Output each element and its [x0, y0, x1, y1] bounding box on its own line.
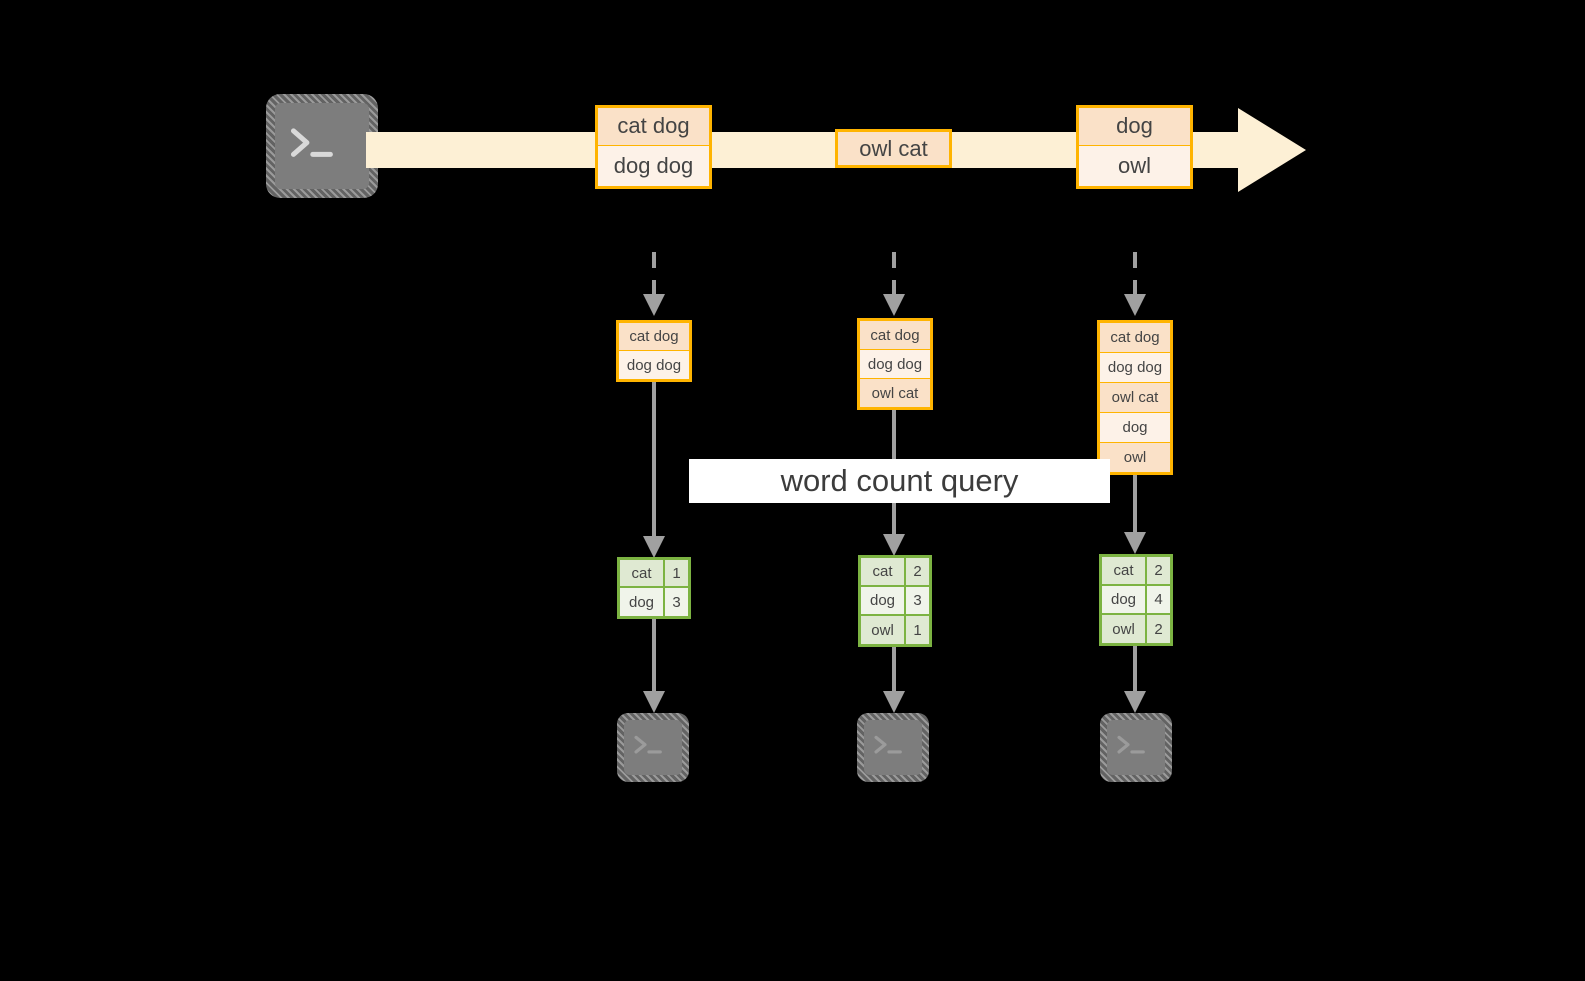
table-row: dog 3	[861, 587, 929, 616]
snapshot-3-tap-arrow-icon	[1124, 252, 1146, 316]
terminal-icon-consumer-2	[857, 713, 929, 782]
snapshot-3-input-line-3: owl cat	[1100, 383, 1170, 413]
snapshot-1-result-count-2: 3	[665, 588, 688, 616]
snapshot-3-output-arrow-icon	[1124, 646, 1146, 713]
snapshot-1-tap-arrow-icon	[643, 252, 665, 316]
table-row: cat 1	[620, 560, 688, 589]
snapshot-1-result-word-1: cat	[620, 560, 666, 587]
snapshot-3-input-line-1: cat dog	[1100, 323, 1170, 353]
terminal-icon-consumer-1	[617, 713, 689, 782]
table-row: dog 4	[1102, 586, 1170, 615]
snapshot-2-result-word-3: owl	[861, 616, 907, 644]
snapshot-1-result-count-1: 1	[665, 560, 688, 587]
snapshot-2-result-word-2: dog	[861, 587, 907, 614]
table-row: owl 1	[861, 616, 929, 644]
snapshot-3-result-table[interactable]: cat 2 dog 4 owl 2	[1099, 554, 1173, 646]
terminal-prompt-glyph	[634, 735, 662, 754]
snapshot-1-output-arrow-icon	[643, 619, 665, 713]
snapshot-1-query-arrow-icon	[643, 382, 665, 558]
stream-batch-1[interactable]: cat dog dog dog	[595, 105, 712, 189]
snapshot-3-result-word-3: owl	[1102, 615, 1148, 643]
stream-batch-1-line-2: dog dog	[598, 145, 709, 186]
query-label: word count query	[689, 459, 1110, 503]
snapshot-2-input-line-2: dog dog	[860, 350, 930, 379]
stream-batch-3-line-1: dog	[1079, 108, 1190, 146]
terminal-icon-consumer-1-body	[624, 720, 682, 775]
snapshot-1-input-table[interactable]: cat dog dog dog	[616, 320, 692, 382]
snapshot-1-result-table[interactable]: cat 1 dog 3	[617, 557, 691, 619]
table-row: owl 2	[1102, 615, 1170, 643]
snapshot-1-result-word-2: dog	[620, 588, 666, 616]
snapshot-2-input-table[interactable]: cat dog dog dog owl cat	[857, 318, 933, 410]
snapshot-2-result-count-1: 2	[906, 558, 929, 585]
snapshot-1-input-line-2: dog dog	[619, 351, 689, 379]
snapshot-2-result-count-3: 1	[906, 616, 929, 644]
snapshot-3-input-line-5: owl	[1100, 443, 1170, 472]
terminal-prompt-glyph	[874, 735, 902, 754]
table-row: cat 2	[861, 558, 929, 587]
snapshot-3-input-line-4: dog	[1100, 413, 1170, 443]
snapshot-2-result-count-2: 3	[906, 587, 929, 614]
snapshot-2-output-arrow-icon	[883, 647, 905, 713]
snapshot-3-input-line-2: dog dog	[1100, 353, 1170, 383]
stream-batch-1-line-1: cat dog	[598, 108, 709, 146]
terminal-icon-consumer-3-body	[1107, 720, 1165, 775]
snapshot-3-result-word-2: dog	[1102, 586, 1148, 613]
snapshot-1-input-line-1: cat dog	[619, 323, 689, 352]
snapshot-3-input-table[interactable]: cat dog dog dog owl cat dog owl	[1097, 320, 1173, 475]
snapshot-2-input-line-1: cat dog	[860, 321, 930, 350]
stream-batch-2-line-1: owl cat	[838, 132, 949, 165]
table-row: cat 2	[1102, 557, 1170, 586]
snapshot-2-result-table[interactable]: cat 2 dog 3 owl 1	[858, 555, 932, 647]
stream-batch-3[interactable]: dog owl	[1076, 105, 1193, 189]
table-row: dog 3	[620, 588, 688, 616]
snapshot-3-result-count-1: 2	[1147, 557, 1170, 584]
snapshot-3-result-word-1: cat	[1102, 557, 1148, 584]
snapshot-2-input-line-3: owl cat	[860, 379, 930, 407]
query-label-text: word count query	[780, 463, 1019, 498]
terminal-prompt-glyph	[290, 128, 333, 157]
snapshot-3-result-count-2: 4	[1147, 586, 1170, 613]
stream-batch-2[interactable]: owl cat	[835, 129, 952, 168]
terminal-prompt-glyph	[1117, 735, 1145, 754]
snapshot-3-result-count-3: 2	[1147, 615, 1170, 643]
snapshot-2-result-word-1: cat	[861, 558, 907, 585]
terminal-icon-producer-body	[275, 103, 369, 189]
terminal-icon-consumer-2-body	[864, 720, 922, 775]
terminal-icon-consumer-3	[1100, 713, 1172, 782]
stream-batch-3-line-2: owl	[1079, 145, 1190, 186]
snapshot-2-tap-arrow-icon	[883, 252, 905, 316]
terminal-icon-producer	[266, 94, 378, 198]
snapshot-3-query-arrow-icon	[1124, 475, 1146, 554]
